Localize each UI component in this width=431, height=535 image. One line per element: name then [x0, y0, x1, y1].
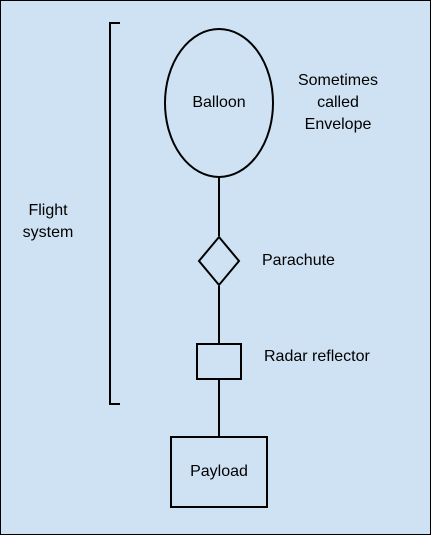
- flight-system-label-line-1: Flight: [28, 202, 68, 219]
- balloon-shape: [164, 28, 274, 178]
- parachute-shape: [197, 235, 241, 287]
- balloon-note-line-2: called: [317, 94, 359, 111]
- balloon-note: Sometimes called Envelope: [280, 70, 396, 136]
- parachute-label: Parachute: [262, 252, 335, 269]
- payload-shape: [170, 436, 268, 508]
- balloon-note-line-1: Sometimes: [297, 72, 379, 89]
- radar-reflector-label: Radar reflector: [264, 348, 370, 365]
- flight-system-label: Flight system: [6, 200, 90, 244]
- radar-reflector-shape: [196, 343, 242, 380]
- flight-system-bracket: [109, 22, 120, 405]
- balloon-note-line-3: Envelope: [304, 116, 372, 133]
- payload-label: Payload: [190, 463, 248, 480]
- flight-system-label-line-2: system: [22, 224, 74, 241]
- balloon-label: Balloon: [192, 94, 246, 111]
